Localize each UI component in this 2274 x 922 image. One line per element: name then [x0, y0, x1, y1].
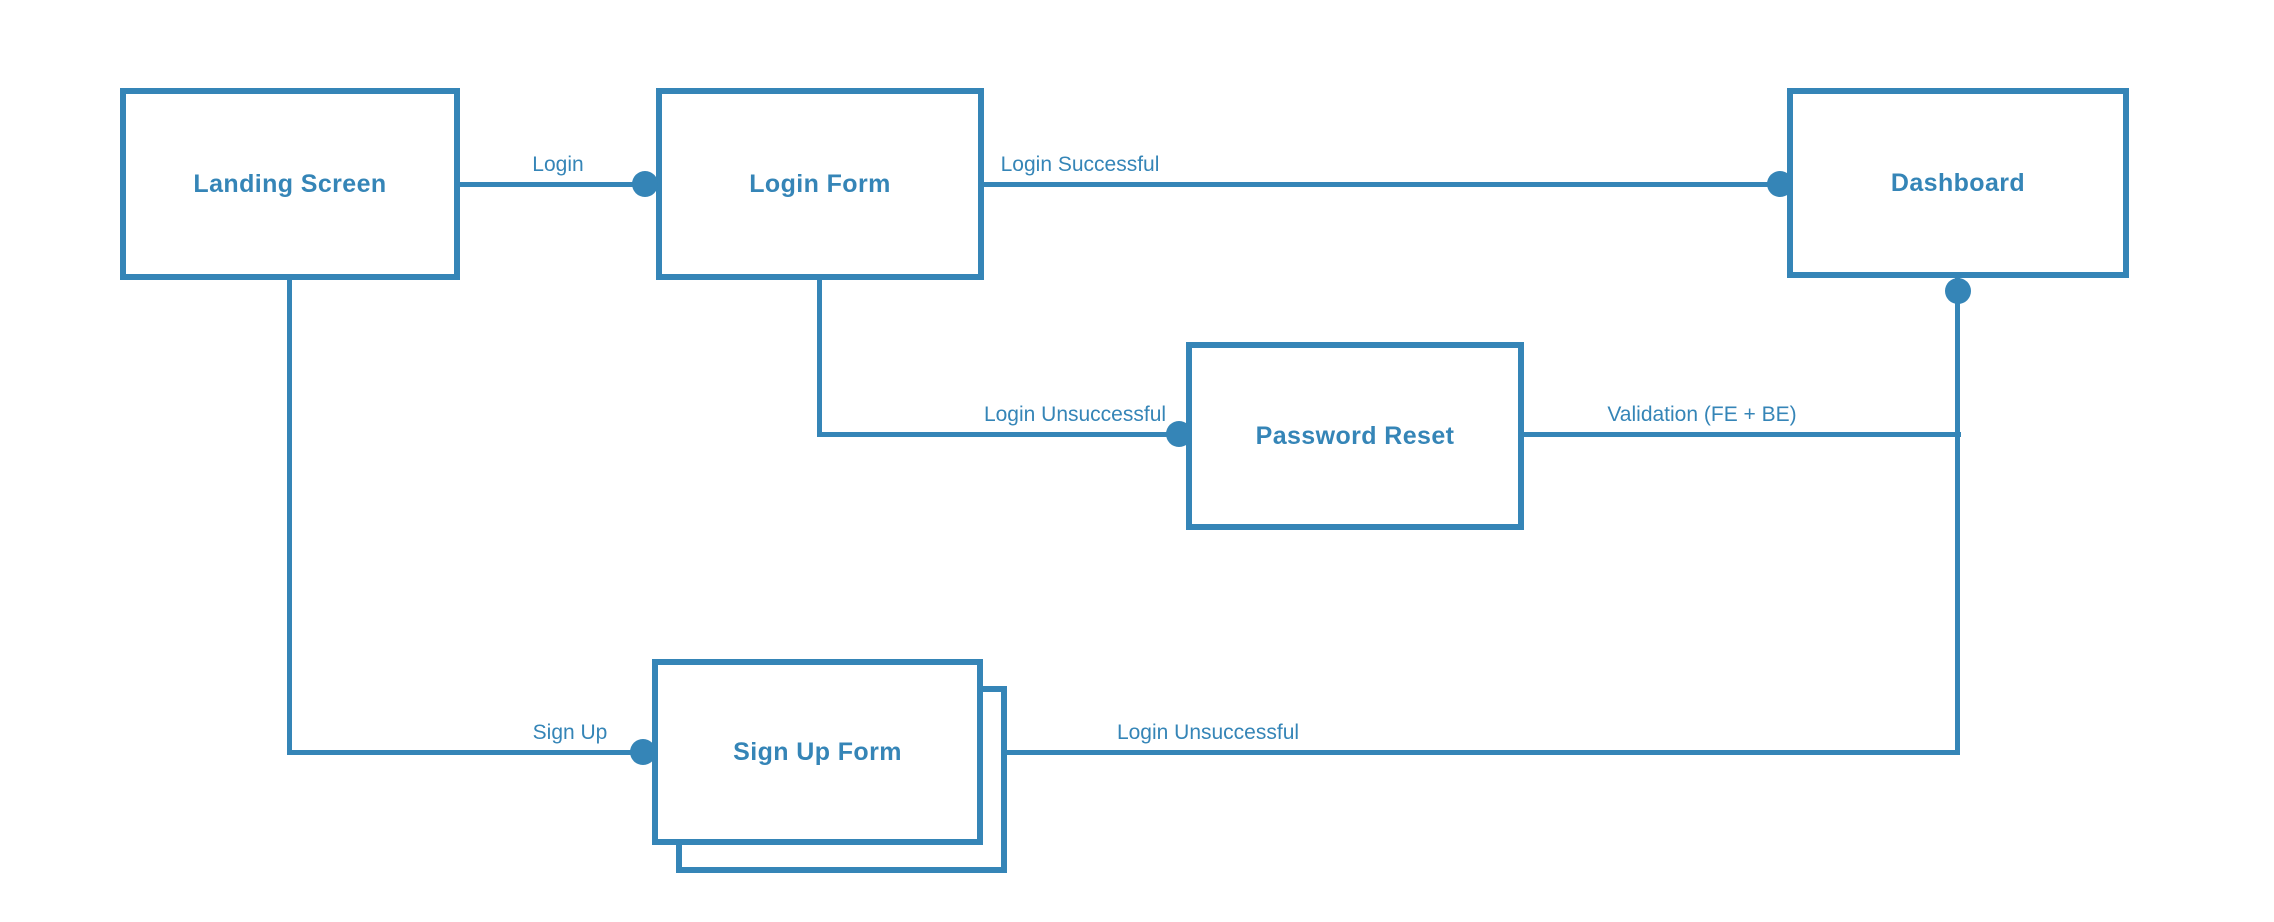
connector-line-horizontal	[984, 182, 1787, 187]
edge-label-sign-up: Sign Up	[528, 721, 612, 745]
node-login-form[interactable]: Login Form	[656, 88, 984, 280]
edge-label-login-unsuccessful-2: Login Unsuccessful	[1112, 721, 1304, 745]
arrowhead-dot	[630, 739, 656, 765]
edge-label-login-unsuccessful: Login Unsuccessful	[979, 403, 1171, 427]
arrowhead-dot	[1767, 171, 1793, 197]
node-label-sign-up-form: Sign Up Form	[733, 737, 902, 766]
node-label-password-reset: Password Reset	[1255, 421, 1455, 450]
connector-line-horizontal	[1524, 432, 1961, 437]
arrowhead-dot	[632, 171, 658, 197]
edge-label-login: Login	[528, 153, 588, 177]
node-sign-up-form[interactable]: Sign Up Form	[652, 659, 983, 845]
edge-label-login-successful: Login Successful	[996, 153, 1164, 177]
arrowhead-dot	[1166, 421, 1192, 447]
connector-line-vertical	[817, 280, 822, 437]
connector-line-horizontal	[1007, 750, 1960, 755]
node-label-landing-screen: Landing Screen	[193, 169, 387, 198]
node-label-dashboard: Dashboard	[1890, 168, 2026, 197]
node-landing-screen[interactable]: Landing Screen	[120, 88, 460, 280]
connector-line-vertical	[1955, 278, 1960, 755]
arrowhead-dot	[1945, 278, 1971, 304]
connector-line-horizontal	[817, 432, 1186, 437]
node-password-reset[interactable]: Password Reset	[1186, 342, 1524, 530]
connector-line-vertical	[287, 280, 292, 755]
node-dashboard[interactable]: Dashboard	[1787, 88, 2129, 278]
edge-label-validation: Validation (FE + BE)	[1603, 403, 1801, 427]
node-label-login-form: Login Form	[749, 169, 891, 198]
connector-line-horizontal	[287, 750, 645, 755]
connector-line-horizontal	[460, 182, 652, 187]
